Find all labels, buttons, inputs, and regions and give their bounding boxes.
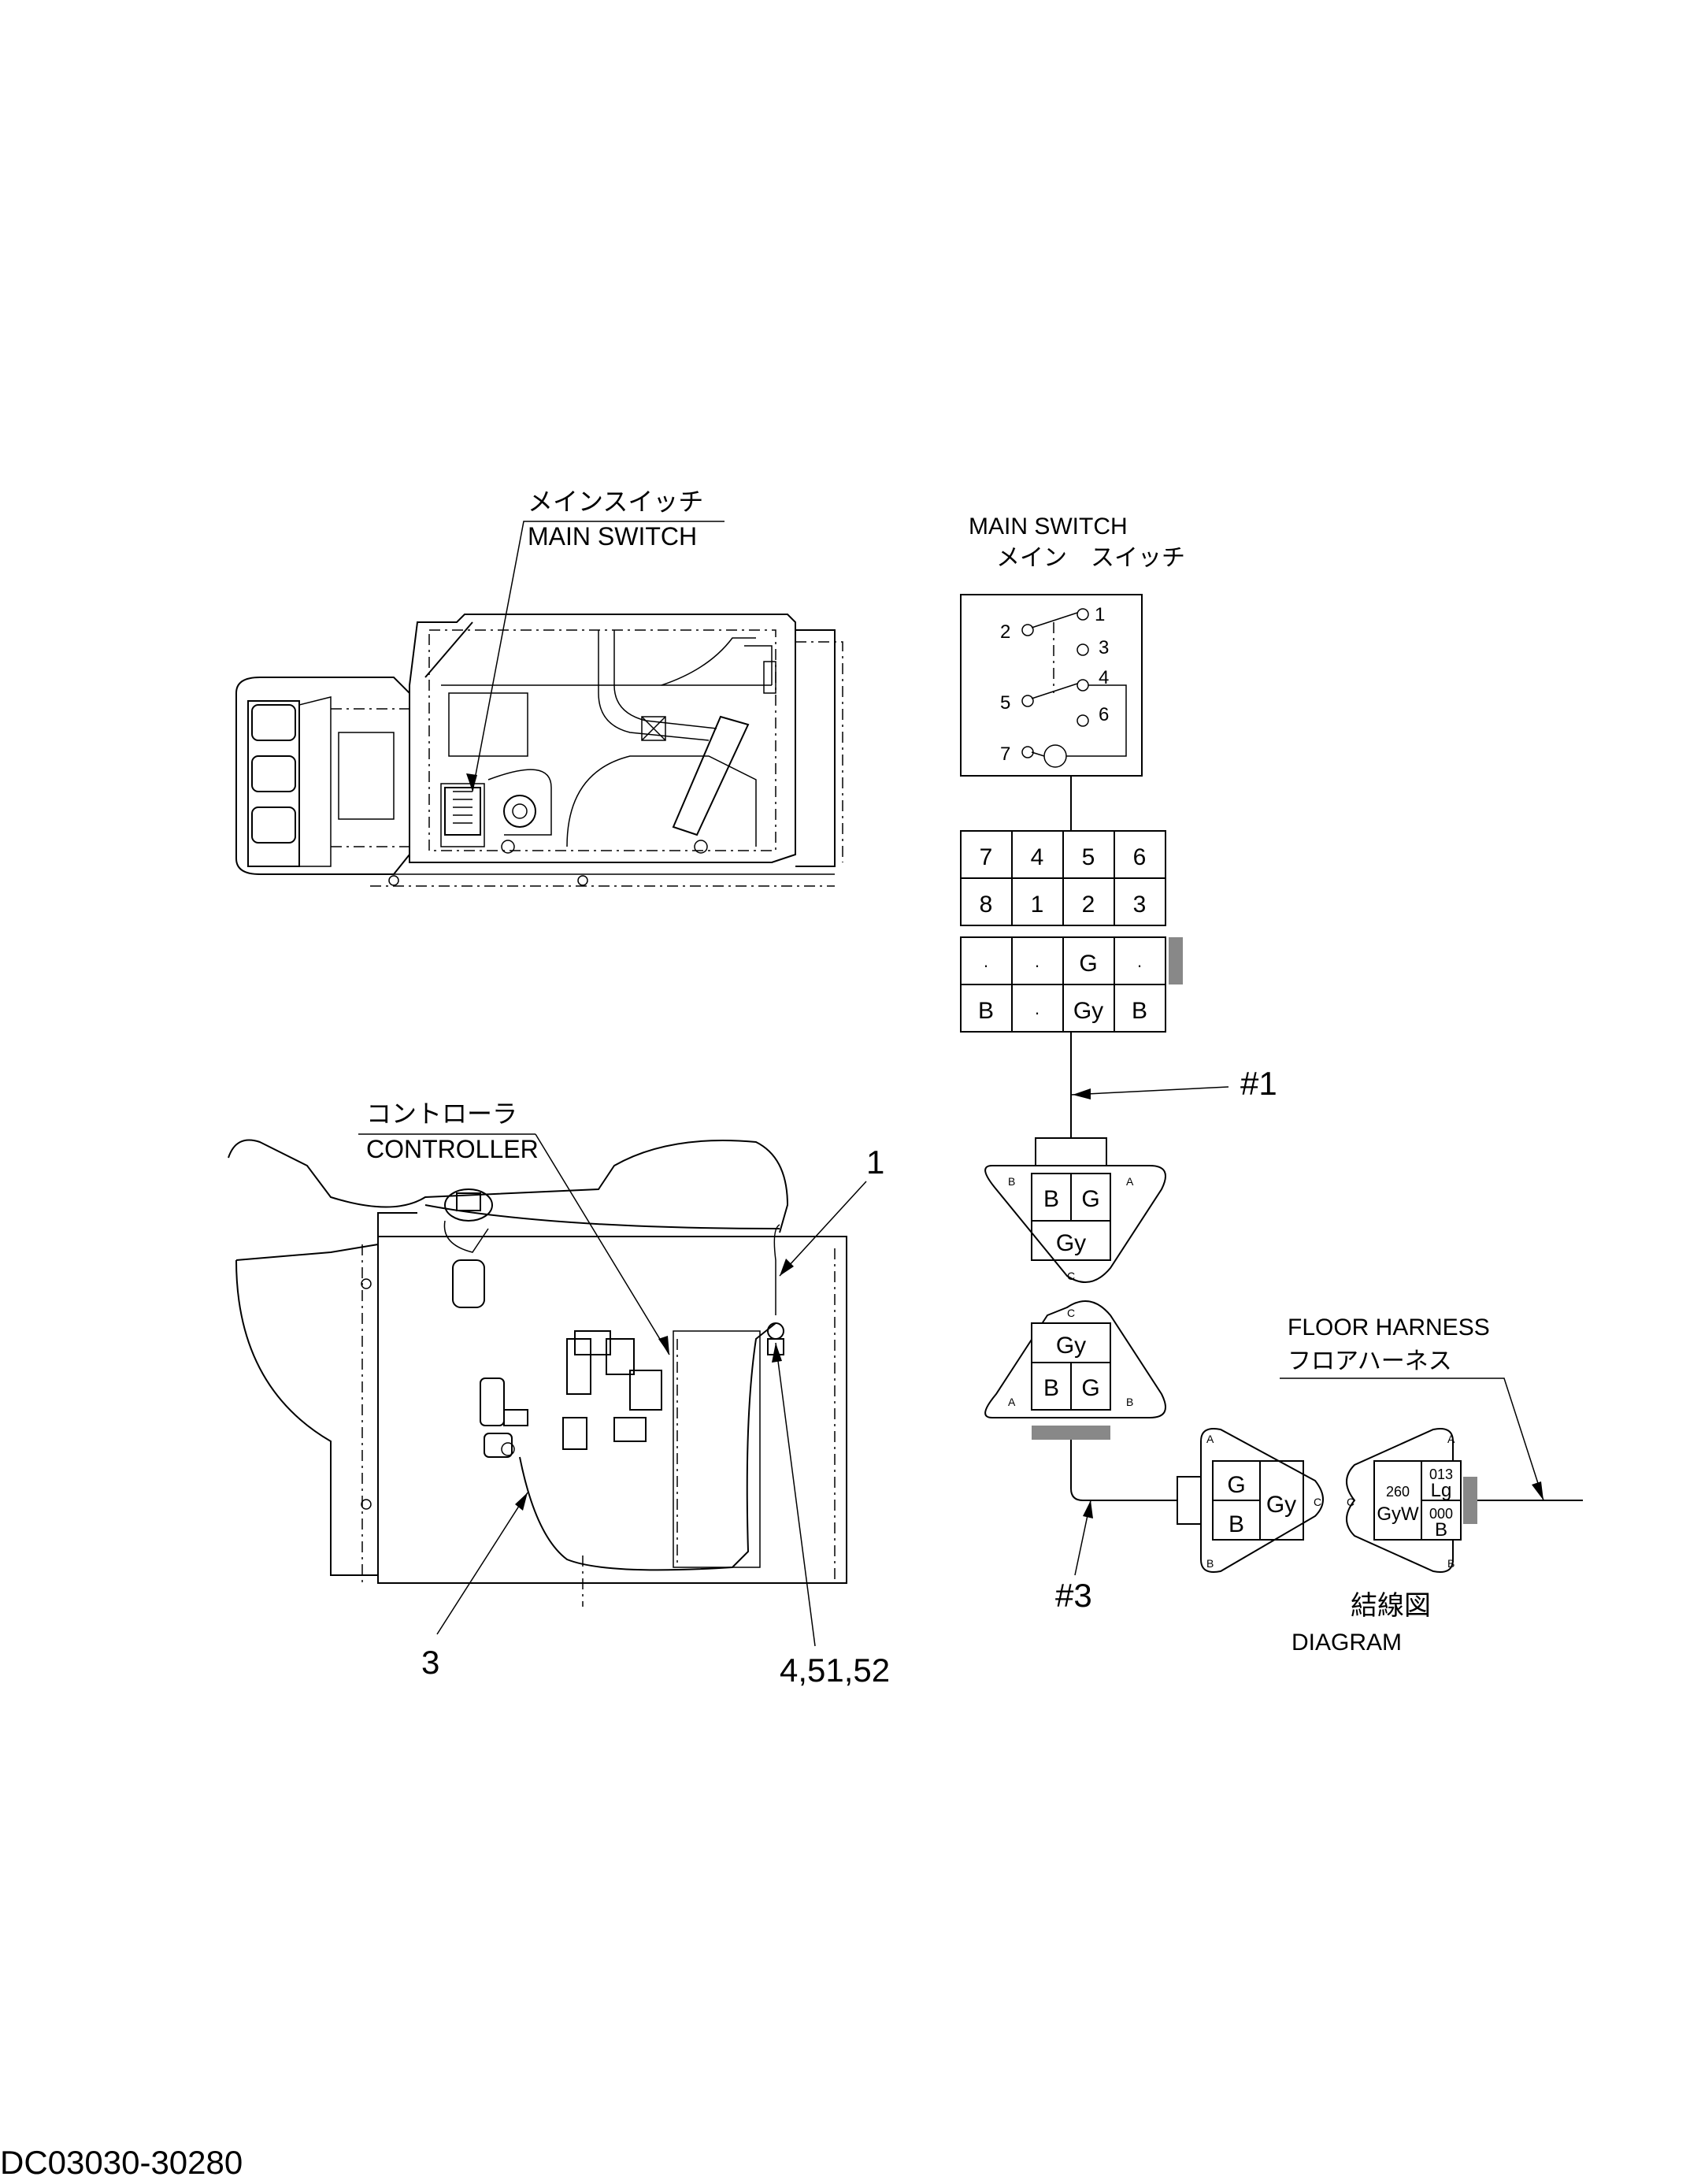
controller-side-view	[228, 1139, 847, 1607]
connector-cell: Gy	[1266, 1492, 1296, 1518]
color-cell: ·	[983, 955, 988, 975]
terminal-1: 1	[1095, 604, 1105, 625]
color-cell: B	[1132, 998, 1147, 1024]
connector-letter: C	[1067, 1270, 1075, 1282]
connector-letter: A	[1447, 1433, 1455, 1445]
schematic-title-jp: メイン スイッチ	[996, 544, 1185, 572]
main-switch-callout: メインスイッチ MAIN SWITCH	[466, 487, 724, 792]
connector-mid: Gy B G C A B	[984, 1300, 1177, 1501]
pin-cell: 4	[1031, 844, 1044, 870]
floor-harness-callout: FLOOR HARNESS フロアハーネス	[1280, 1314, 1544, 1501]
connector-cell: GyW	[1377, 1504, 1419, 1525]
harness-label-3: #3	[1055, 1577, 1092, 1614]
terminal-7: 7	[1000, 743, 1010, 765]
diagram-jp: 結線図	[1351, 1590, 1431, 1622]
terminal-6: 6	[1099, 704, 1109, 725]
pin-cell: 1	[1031, 892, 1044, 918]
harness-1-callout: #1	[1070, 1065, 1277, 1102]
connector-left: G B Gy A B C	[1177, 1428, 1324, 1573]
pin-cell: 3	[1133, 892, 1147, 918]
connector-cell: Lg	[1431, 1480, 1452, 1501]
connector-letter: C	[1314, 1496, 1321, 1508]
connector-letter: C	[1347, 1496, 1354, 1508]
connector-cell: Gy	[1056, 1333, 1086, 1359]
controller-callout: コントローラ CONTROLLER	[358, 1099, 670, 1355]
controller-callout-en: CONTROLLER	[366, 1135, 539, 1163]
connector-cell: Gy	[1056, 1230, 1086, 1256]
terminal-3: 3	[1099, 637, 1109, 658]
connector-letter: A	[1008, 1396, 1016, 1408]
document-code: DC03030-30280	[0, 2144, 243, 2181]
main-switch-schematic: MAIN SWITCH メイン スイッチ 2 1 3 5 4 6 7	[960, 514, 1185, 831]
color-cell: ·	[1034, 955, 1040, 975]
connector-letter: B	[1008, 1175, 1015, 1188]
terminal-4: 4	[1099, 667, 1109, 688]
part-number-4-51-52: 4,51,52	[780, 1652, 890, 1689]
pin-cell: 5	[1082, 844, 1095, 870]
part-number-3: 3	[421, 1644, 439, 1681]
connector-letter: A	[1206, 1433, 1214, 1445]
lock-tab	[1032, 1426, 1110, 1440]
harness-3-callout: #3	[1055, 1500, 1093, 1614]
color-cell: ·	[1034, 1003, 1040, 1022]
connector-top: B G Gy B A C	[984, 1137, 1166, 1283]
diagram-en: DIAGRAM	[1292, 1630, 1402, 1656]
wire-color-grid: · · G · B · Gy B	[960, 936, 1183, 1138]
pin-cell: 7	[980, 844, 993, 870]
pin-number-grid: 7 4 5 6 8 1 2 3	[960, 830, 1166, 926]
connector-cell: G	[1081, 1375, 1099, 1401]
connector-cell: B	[1435, 1519, 1447, 1541]
cab-top-view	[235, 614, 843, 887]
connector-cell: G	[1081, 1186, 1099, 1212]
color-cell: ·	[1136, 955, 1142, 975]
terminal-5: 5	[1000, 692, 1010, 714]
connector-right: 260 GyW 013 Lg 000 B C A B	[1346, 1428, 1583, 1573]
connector-cell: G	[1227, 1472, 1245, 1498]
connector-letter: B	[1206, 1557, 1214, 1570]
color-cell: G	[1079, 951, 1097, 977]
floor-harness-en: FLOOR HARNESS	[1288, 1314, 1490, 1340]
main-switch-callout-en: MAIN SWITCH	[528, 522, 697, 551]
lock-tab	[1463, 1477, 1477, 1524]
connector-cell: 013	[1429, 1467, 1453, 1482]
pin-cell: 2	[1082, 892, 1095, 918]
connector-letter: B	[1126, 1396, 1133, 1408]
diagram-label: 結線図 DIAGRAM	[1292, 1590, 1431, 1656]
connector-cell: B	[1228, 1511, 1244, 1537]
part-number-1: 1	[866, 1144, 884, 1181]
floor-harness-jp: フロアハーネス	[1288, 1348, 1452, 1375]
pin-cell: 8	[980, 892, 993, 918]
connector-cell: 260	[1386, 1484, 1410, 1500]
connector-letter: B	[1447, 1557, 1455, 1570]
schematic-title-en: MAIN SWITCH	[969, 514, 1128, 540]
connector-cell: 000	[1429, 1506, 1453, 1522]
connector-letter: C	[1067, 1307, 1075, 1319]
controller-callout-jp: コントローラ	[366, 1099, 517, 1129]
lock-tab	[1169, 937, 1183, 984]
color-cell: B	[978, 998, 994, 1024]
connector-letter: A	[1126, 1175, 1134, 1188]
part-callouts: 1 3 4,51,52	[421, 1144, 890, 1689]
connector-cell: B	[1043, 1186, 1059, 1212]
color-cell: Gy	[1073, 998, 1103, 1024]
harness-label-1: #1	[1240, 1065, 1277, 1102]
terminal-2: 2	[1000, 621, 1010, 643]
pin-cell: 6	[1133, 844, 1147, 870]
connector-cell: B	[1043, 1375, 1059, 1401]
main-switch-callout-jp: メインスイッチ	[528, 487, 703, 517]
